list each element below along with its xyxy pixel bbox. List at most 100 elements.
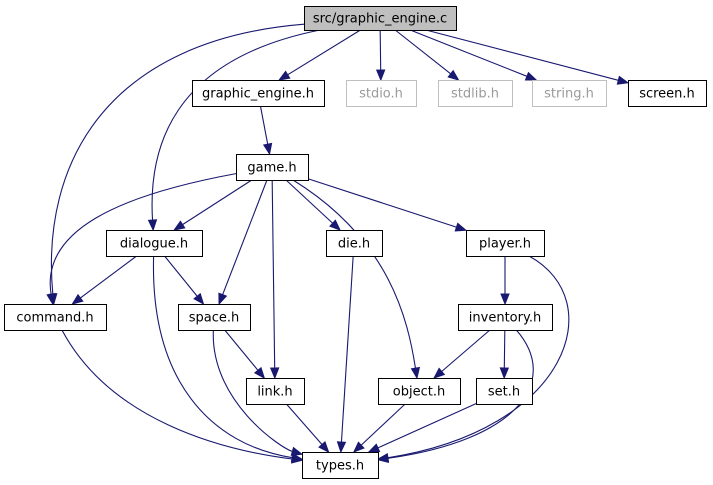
arrowhead [262,142,273,156]
edge-game-h-to-player-h [307,178,468,232]
node-player-h[interactable]: player.h [466,230,545,257]
node-screen-h[interactable]: screen.h [628,80,707,107]
arrowhead [352,441,365,453]
node-label: player.h [479,237,531,252]
node-string-h[interactable]: string.h [532,80,607,107]
edge-line [164,255,199,298]
arrowhead [173,220,186,231]
arrowhead [410,366,421,380]
node-box [458,304,553,331]
node-label: string.h [544,87,594,102]
node-label: stdio.h [359,87,403,102]
edge-line [340,255,354,444]
edge-line [360,403,406,447]
node-link-h[interactable]: link.h [246,378,305,405]
arrowhead [253,366,266,380]
edge-inventory-h-to-types-h [376,329,534,463]
edge-game-h-to-command-h [46,173,237,306]
arrowhead [375,69,386,82]
node-stdlib-h[interactable]: stdlib.h [438,80,513,107]
node-label: screen.h [639,87,695,102]
arrowhead [447,69,460,81]
node-root[interactable]: src/graphic_engine.c [304,6,457,31]
edge-inventory-h-to-set-h [499,329,510,380]
arrowhead [71,293,84,305]
edge-root-to-stdlib-h [394,29,460,81]
node-box [4,304,107,331]
arrowhead [218,292,228,306]
edge-line [386,329,534,460]
arrowhead [290,454,304,464]
node-box [178,304,251,331]
arrowhead [46,292,56,306]
edge-game-h-to-space-h [218,179,268,306]
node-label: command.h [16,311,93,326]
node-label: dialogue.h [120,237,188,252]
node-label: types.h [316,459,364,474]
edge-line [285,179,334,225]
arrowhead [318,440,330,454]
node-box [378,378,461,405]
graph-edges [46,23,630,464]
edge-line [221,179,268,296]
node-label: space.h [189,311,240,326]
node-object-h[interactable]: object.h [378,378,461,405]
node-set-h[interactable]: set.h [476,378,533,405]
edge-line [386,255,570,459]
node-die-h[interactable]: die.h [326,230,383,257]
node-label: link.h [257,385,292,400]
edge-game-h-to-dialogue-h [173,179,253,231]
node-label: inventory.h [469,311,541,326]
edge-inventory-h-to-object-h [433,329,491,379]
edge-dialogue-h-to-space-h [164,255,205,306]
arrowhead [454,222,468,232]
node-command-h[interactable]: command.h [4,304,107,331]
node-label: game.h [247,161,296,176]
edge-line [151,29,321,222]
arrowhead [193,292,205,306]
edge-line [379,29,382,72]
node-box [466,230,545,257]
edge-line [79,255,137,300]
edge-game-h-to-link-h [269,179,280,380]
node-graphic-engine-h[interactable]: graphic_engine.h [192,80,325,107]
node-box [346,80,417,107]
node-label: set.h [488,385,520,400]
node-box [246,378,305,405]
edge-line [292,179,417,370]
edge-line [394,29,452,75]
arrowhead [277,70,291,81]
node-game-h[interactable]: game.h [236,154,309,181]
edge-line [425,29,620,82]
arrowhead [329,219,341,231]
edge-root-to-string-h [410,29,538,81]
node-box [438,80,513,107]
node-inventory-h[interactable]: inventory.h [458,304,553,331]
node-space-h[interactable]: space.h [178,304,251,331]
arrowhead [147,219,158,232]
edge-line [440,329,491,373]
graph-nodes: src/graphic_engine.c graphic_engine.h stdi… [4,6,707,479]
edge-graphic-engine-h-to-game-h [259,105,273,156]
node-box [628,80,707,107]
node-box [302,452,379,479]
node-dialogue-h[interactable]: dialogue.h [106,230,203,257]
edge-space-h-to-types-h [212,329,304,456]
node-label: die.h [338,237,370,252]
node-types-h[interactable]: types.h [302,452,379,479]
edge-line [286,403,324,446]
node-stdio-h[interactable]: stdio.h [346,80,417,107]
arrowhead [499,367,510,380]
edge-player-h-to-inventory-h [500,256,510,306]
arrowhead [290,446,304,456]
node-box [326,230,383,257]
node-box [476,378,533,405]
node-label: object.h [393,385,445,400]
edge-root-to-screen-h [425,29,630,85]
node-box [106,230,203,257]
arrowhead [524,71,538,81]
edge-root-to-stdio-h [375,29,386,82]
node-box [532,80,607,107]
edge-line [410,29,529,78]
edge-line [259,105,269,146]
